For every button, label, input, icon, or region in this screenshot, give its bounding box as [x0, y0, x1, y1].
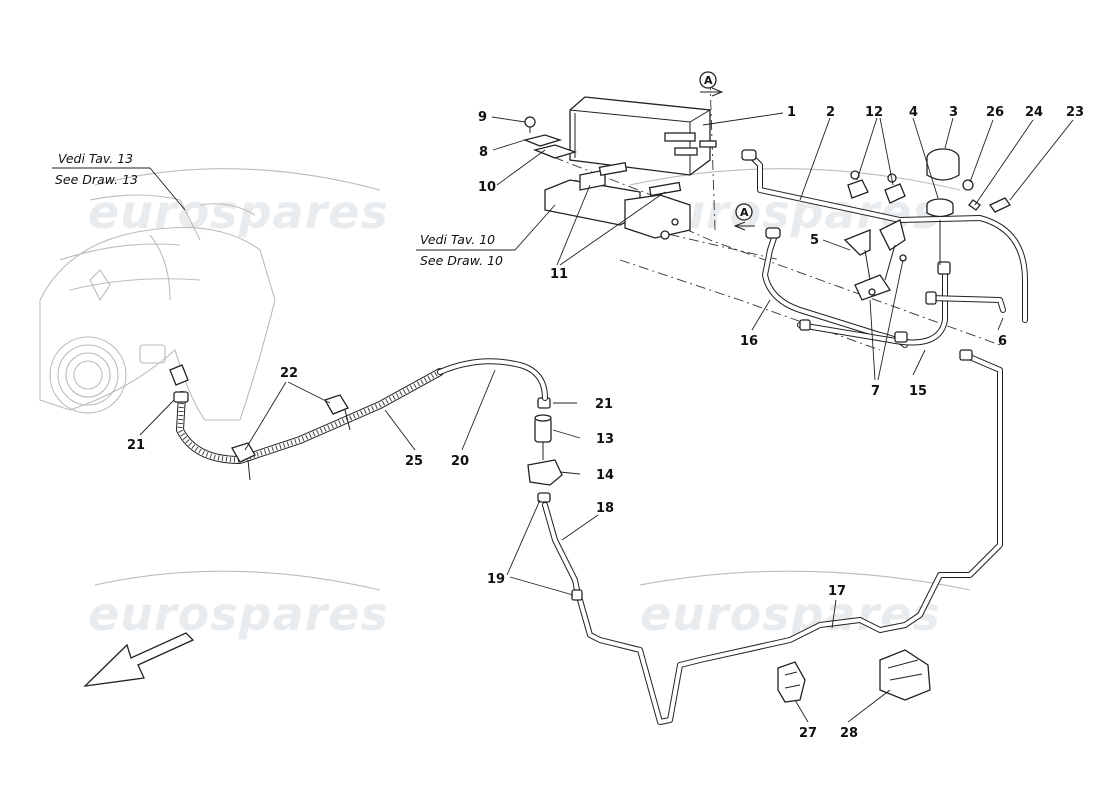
- mounting-clip: [231, 394, 351, 481]
- callout-20: 20: [451, 454, 469, 469]
- callout-19: 19: [487, 572, 505, 587]
- callout-15: 15: [909, 384, 927, 399]
- screw: [524, 116, 536, 133]
- direction-arrow: [83, 632, 195, 687]
- hose-17: [577, 349, 1003, 725]
- hose-2: [741, 149, 1028, 323]
- watermark: eurospares: [88, 185, 389, 239]
- callout-17: 17: [828, 584, 846, 599]
- watermark: eurospares: [88, 587, 389, 641]
- callout-2: 2: [826, 105, 835, 120]
- inline-filter: [527, 397, 563, 486]
- callout-25: 25: [405, 454, 423, 469]
- section-marker-label: A: [740, 206, 749, 219]
- callout-10: 10: [478, 180, 496, 195]
- reference-label: See Draw. 10: [420, 253, 503, 268]
- callout-21: 21: [127, 438, 145, 453]
- reference-label: Vedi Tav. 13: [58, 151, 133, 166]
- watermark-layer: eurospares eurospares eurospares eurospa…: [88, 168, 971, 641]
- callout-9: 9: [478, 110, 487, 125]
- hose-fitting: [169, 364, 189, 403]
- hose-clip: [847, 170, 906, 204]
- callout-5: 5: [810, 233, 819, 248]
- section-marker-label: A: [704, 74, 713, 87]
- hose-18: [537, 492, 583, 601]
- callout-numbers: 1 2 3 4 5 6 7 8 9 10 11 12 13 14 15 16 1…: [127, 105, 1084, 741]
- clamp: [777, 649, 931, 703]
- leader-lines: [139, 112, 1074, 723]
- hose-20: [437, 358, 548, 401]
- carbon-canister: [569, 96, 717, 176]
- callout-7: 7: [871, 384, 880, 399]
- intake-manifold: [39, 194, 276, 421]
- callout-28: 28: [840, 726, 858, 741]
- callout-11: 11: [550, 267, 568, 282]
- support-bracket: [843, 219, 907, 301]
- callout-13: 13: [596, 432, 614, 447]
- callout-4: 4: [909, 105, 918, 120]
- callout-1: 1: [787, 105, 796, 120]
- reference-label: See Draw. 13: [55, 172, 138, 187]
- callout-8: 8: [479, 145, 488, 160]
- callout-23: 23: [1066, 105, 1084, 120]
- draw-10-reference: Vedi Tav. 10 See Draw. 10: [416, 204, 556, 268]
- canister-bracket: [522, 134, 691, 240]
- draw-13-reference: Vedi Tav. 13 See Draw. 13: [52, 151, 186, 211]
- callout-3: 3: [949, 105, 958, 120]
- callout-24: 24: [1025, 105, 1043, 120]
- reference-label: Vedi Tav. 10: [420, 232, 495, 247]
- callout-14: 14: [596, 468, 614, 483]
- hose-25: [176, 368, 444, 464]
- section-marker: A A: [699, 71, 755, 231]
- callout-18: 18: [596, 501, 614, 516]
- callout-27: 27: [799, 726, 817, 741]
- callout-16: 16: [740, 334, 758, 349]
- callout-21: 21: [595, 397, 613, 412]
- callout-6: 6: [998, 334, 1007, 349]
- hose-15: [797, 261, 1006, 346]
- reservoir: [926, 148, 1011, 265]
- callout-22: 22: [280, 366, 298, 381]
- callout-12: 12: [865, 105, 883, 120]
- callout-26: 26: [986, 105, 1004, 120]
- watermark: eurospares: [640, 587, 941, 641]
